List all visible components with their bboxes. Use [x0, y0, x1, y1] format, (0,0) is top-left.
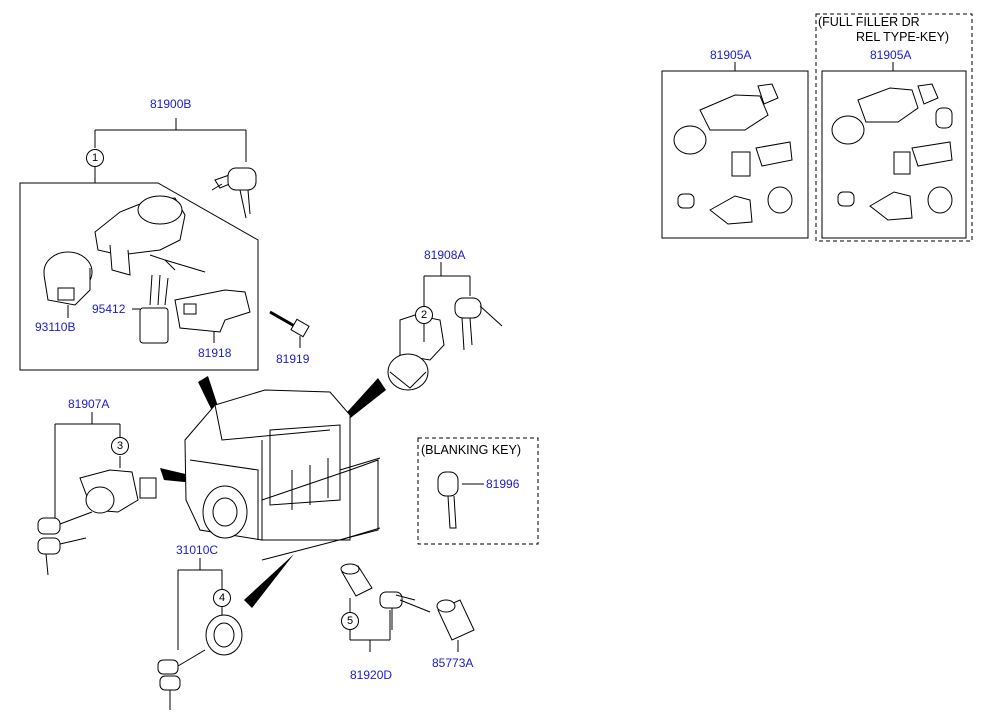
bracket-illustration — [174, 289, 251, 343]
ignition-assembly-group — [19, 118, 310, 371]
truck-illustration — [184, 389, 381, 561]
ignition-key-illustration — [211, 167, 257, 219]
part-label-81907a[interactable]: 81907A — [68, 397, 110, 411]
cylinder-illustration — [340, 563, 373, 597]
part-label-81920d[interactable]: 81920D — [350, 668, 393, 682]
callout-2: 2 — [415, 306, 433, 324]
key-cylinder-illustration — [43, 251, 93, 318]
kit-box-left — [661, 62, 809, 239]
note-full-filler-line2: REL TYPE-KEY) — [856, 30, 950, 44]
side-lock-keys-illustration — [37, 511, 93, 576]
side-lock-illustration — [79, 469, 157, 514]
door-key-illustration — [454, 297, 503, 351]
part-label-81900b[interactable]: 81900B — [150, 97, 192, 111]
part-label-93110b[interactable]: 93110B — [35, 320, 76, 334]
fuel-cap-illustration — [205, 614, 243, 656]
part-label-95412[interactable]: 95412 — [92, 302, 126, 316]
blanking-key-illustration — [437, 471, 484, 529]
part-label-81905a-right[interactable]: 81905A — [870, 48, 912, 62]
part-label-81996[interactable]: 81996 — [486, 477, 520, 491]
callout-5: 5 — [341, 612, 359, 630]
note-full-filler-line1: (FULL FILLER DR — [818, 15, 920, 29]
fuel-cap-keys-illustration — [157, 649, 206, 710]
door-lock-group — [387, 262, 503, 391]
part-label-81919[interactable]: 81919 — [276, 352, 310, 366]
part-label-81918[interactable]: 81918 — [198, 346, 232, 360]
cylinder-set-group — [340, 563, 475, 652]
part-label-81908a[interactable]: 81908A — [424, 248, 466, 262]
callout-3: 3 — [111, 437, 129, 455]
callout-4: 4 — [213, 589, 231, 607]
part-label-85773a[interactable]: 85773A — [432, 656, 474, 670]
callout-1: 1 — [86, 149, 104, 167]
fuel-cap-group — [157, 558, 243, 710]
bolt-illustration — [269, 310, 310, 348]
blank-cylinder-illustration — [436, 599, 475, 652]
door-lock-illustration — [387, 314, 445, 391]
part-label-31010c[interactable]: 31010C — [176, 543, 219, 557]
blanking-key-box — [417, 437, 539, 545]
side-lock-group — [37, 412, 157, 576]
kit-box-right — [815, 13, 973, 242]
cylinder-keys-illustration — [379, 591, 431, 630]
wiring-connector-illustration — [132, 274, 169, 344]
part-label-81905a-left[interactable]: 81905A — [710, 48, 752, 62]
note-blanking-key: (BLANKING KEY) — [421, 443, 522, 457]
steering-lock-illustration — [94, 195, 206, 276]
